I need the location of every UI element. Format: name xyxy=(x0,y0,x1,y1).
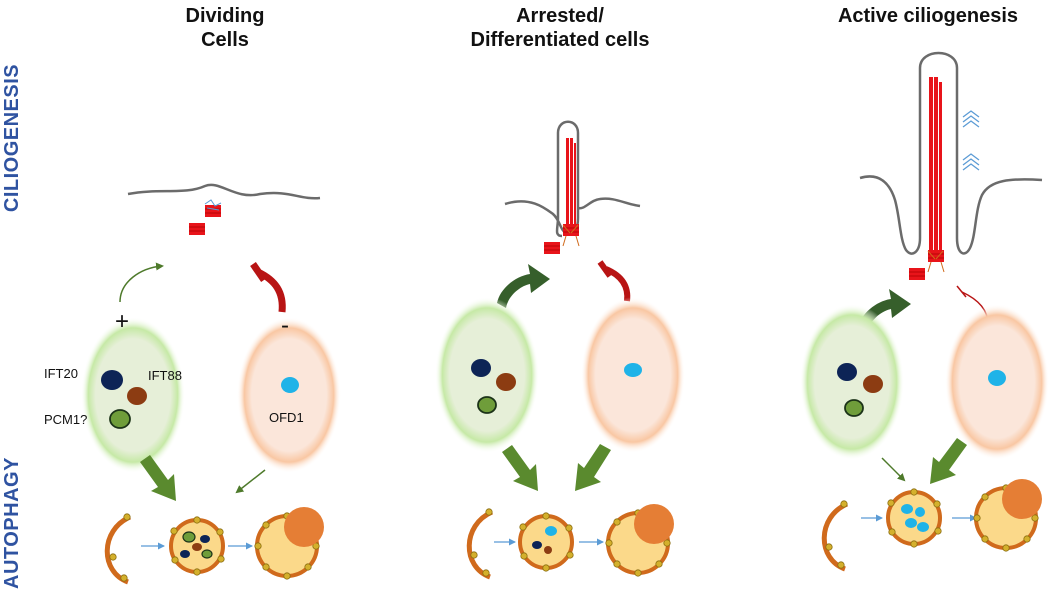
column-title-dividing: Dividing Cells xyxy=(150,4,300,52)
ofd1-dot xyxy=(624,363,642,377)
promotion-arrow xyxy=(497,264,550,308)
ift88-dot xyxy=(127,387,147,405)
promotion-arrow-thin xyxy=(119,262,164,303)
ift88-dot xyxy=(863,375,883,393)
plasma-membrane xyxy=(127,183,321,200)
phagophore xyxy=(821,500,849,572)
column-title-line2: Differentiated cells xyxy=(470,29,650,51)
ift20-dot xyxy=(837,363,857,381)
autolysosome xyxy=(254,507,324,580)
ift88-label: IFT88 xyxy=(148,368,182,383)
autophagosome xyxy=(886,488,942,548)
ift20-dot xyxy=(101,370,123,390)
ift-train-chevrons xyxy=(962,110,980,171)
green-block-arrow xyxy=(930,438,967,484)
centrosome xyxy=(188,199,222,236)
inhibition-arrow xyxy=(250,262,286,313)
lysosome xyxy=(284,507,324,547)
green-block-arrow xyxy=(140,455,176,501)
ift20-dot xyxy=(471,359,491,377)
plus-sign: + xyxy=(115,308,130,335)
minus-sign: - xyxy=(281,312,289,339)
centrosome xyxy=(908,249,945,281)
inhibition-arrow xyxy=(597,260,631,302)
ciliary-membrane xyxy=(859,51,1043,255)
column-title-line1: Dividing xyxy=(185,5,265,27)
column-title-line2: Cells xyxy=(201,29,249,51)
autolysosome xyxy=(973,479,1042,552)
lysosome xyxy=(1002,479,1042,519)
phagophore xyxy=(104,513,132,585)
pcm1-dot xyxy=(844,399,864,417)
autophagosome xyxy=(518,512,574,572)
pcm1-dot xyxy=(477,396,497,414)
column-dividing xyxy=(81,183,341,585)
ift88-dot xyxy=(496,373,516,391)
column-title-line1: Active ciliogenesis xyxy=(837,5,1019,27)
autolysosome xyxy=(605,504,674,577)
ofd1-dot xyxy=(281,377,299,393)
cilium-axoneme xyxy=(929,77,942,253)
column-title-line1: Arrested/ xyxy=(516,5,604,27)
ift-compartment xyxy=(800,304,904,460)
ciliary-membrane xyxy=(577,197,641,210)
lysosome xyxy=(634,504,674,544)
green-block-arrow xyxy=(575,444,611,491)
thin-green-arrow xyxy=(881,457,906,482)
cilium-axoneme xyxy=(566,138,576,228)
pcm1-dot xyxy=(109,409,131,429)
thin-green-arrow xyxy=(235,469,266,494)
phagophore xyxy=(466,508,494,580)
autophagosome xyxy=(169,516,225,576)
ift20-label: IFT20 xyxy=(44,366,78,381)
column-arrested xyxy=(435,120,685,580)
green-block-arrow xyxy=(502,445,538,491)
ofd1-dot xyxy=(988,370,1006,386)
column-active xyxy=(800,51,1049,572)
column-title-arrested: Arrested/ Differentiated cells xyxy=(450,4,670,52)
ofd1-label: OFD1 xyxy=(269,410,304,425)
pcm1-label: PCM1? xyxy=(44,412,88,427)
ofd1-compartment xyxy=(237,317,341,473)
centrosome xyxy=(543,223,580,255)
column-title-active: Active ciliogenesis xyxy=(818,4,1038,28)
